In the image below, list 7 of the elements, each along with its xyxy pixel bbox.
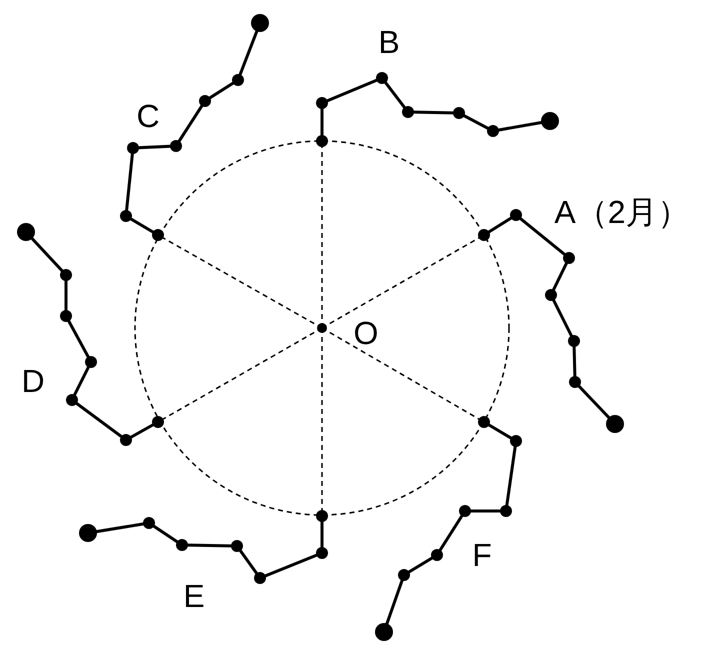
point-label: B bbox=[378, 26, 400, 58]
point-label: A（2月） bbox=[554, 196, 690, 228]
point-label: C bbox=[136, 100, 160, 132]
point-label: E bbox=[183, 580, 205, 612]
point-label: O bbox=[354, 317, 378, 349]
point-label: D bbox=[21, 365, 45, 397]
point-label: F bbox=[472, 539, 492, 571]
